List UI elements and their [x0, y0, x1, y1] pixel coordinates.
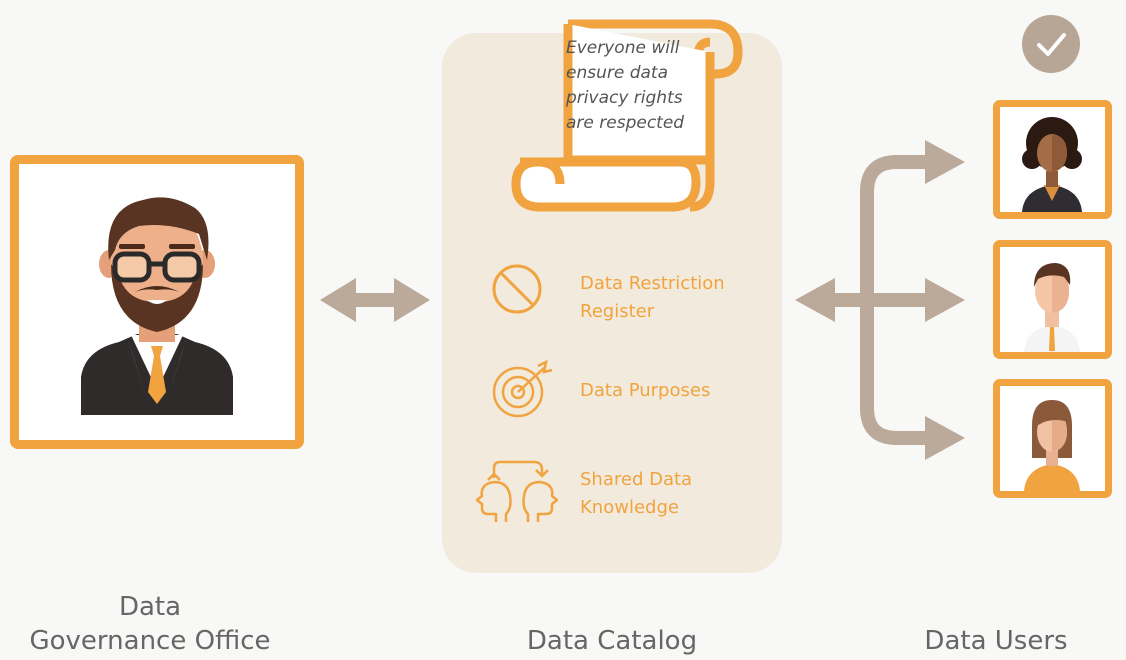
- branch-arrows-icon: [795, 140, 965, 460]
- user-avatar-woman-curly: [1022, 117, 1082, 212]
- target-icon: [492, 359, 553, 418]
- policy-statement: Everyone will ensure data privacy rights…: [566, 36, 706, 136]
- governance-officer-avatar: [81, 197, 233, 415]
- feature-label-line: Knowledge: [580, 497, 679, 518]
- caption-line: Governance Office: [29, 626, 271, 656]
- feature-label-line: Register: [580, 301, 655, 322]
- policy-line: Everyone will: [566, 38, 680, 58]
- policy-line: privacy rights: [566, 88, 683, 108]
- feature-data-purposes: Data Purposes: [580, 377, 710, 405]
- user-avatar-woman-bob: [1024, 400, 1080, 491]
- feature-label-line: Data Purposes: [580, 380, 711, 401]
- policy-line: are respected: [566, 113, 685, 133]
- caption-data-catalog: Data Catalog: [526, 626, 698, 656]
- feature-label-line: Shared Data: [580, 469, 693, 490]
- feature-data-restriction-register: Data Restriction Register: [580, 270, 725, 326]
- data-user-frame: [993, 379, 1112, 498]
- policy-line: ensure data: [566, 63, 669, 83]
- checkmark-icon: [1022, 15, 1080, 73]
- shared-knowledge-icon: [475, 460, 559, 522]
- feature-label-line: Data Restriction: [580, 273, 725, 294]
- double-arrow-icon: [320, 278, 430, 322]
- data-user-frame: [993, 240, 1112, 359]
- no-entry-icon: [492, 264, 542, 314]
- caption-data-governance-office: Data Governance Office: [0, 590, 300, 658]
- feature-shared-data-knowledge: Shared Data Knowledge: [580, 466, 692, 522]
- data-user-frame: [993, 100, 1112, 219]
- governance-officer-frame: [10, 155, 304, 449]
- user-avatar-man: [1024, 263, 1080, 352]
- caption-data-users: Data Users: [924, 626, 1068, 656]
- policy-scroll-icon: [511, 19, 743, 212]
- caption-line: Data: [118, 592, 182, 622]
